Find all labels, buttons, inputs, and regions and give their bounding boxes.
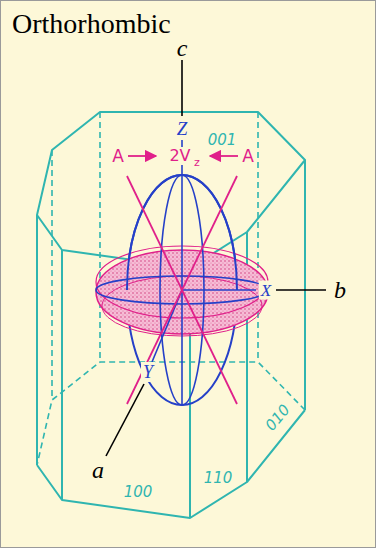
axis-label: c (177, 36, 188, 60)
face-index: 010 (263, 402, 293, 434)
face-index: 110 (204, 471, 233, 486)
axis-label: b (334, 278, 346, 302)
angle-subscript: z (192, 156, 202, 169)
angle-label: 2V (167, 147, 192, 165)
crystal-edges (37, 112, 305, 518)
crystal-axes (106, 60, 326, 456)
face-index: 001 (208, 133, 237, 148)
optic-axis-label: A (112, 148, 124, 165)
indicatrix (96, 175, 268, 405)
optical-direction-label: Z (175, 118, 190, 139)
optical-direction-label: X (259, 281, 273, 300)
axis-label: a (92, 458, 104, 482)
hidden-edges (37, 112, 305, 465)
optic-axis-label: A (242, 148, 254, 165)
face-index: 100 (124, 485, 153, 500)
optical-direction-label: Y (141, 362, 155, 382)
diagram-title: Orthorhombic (12, 8, 171, 40)
